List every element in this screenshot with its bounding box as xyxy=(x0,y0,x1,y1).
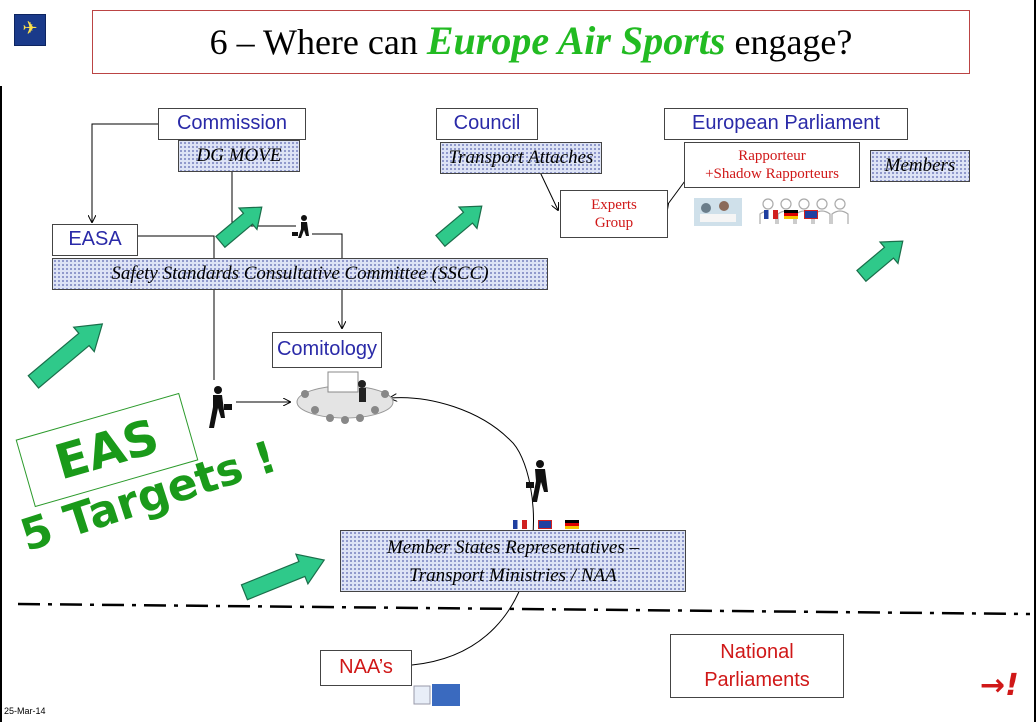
parliament-photo-icon xyxy=(694,198,742,226)
naas-box: NAA’s xyxy=(320,650,412,686)
dg-move-box: DG MOVE xyxy=(178,140,300,172)
germany-flag-icon xyxy=(565,520,579,529)
attaches-experts-line xyxy=(540,172,558,210)
members-label: Members xyxy=(884,155,956,176)
national-line1: National xyxy=(720,641,794,663)
comitology-label: Comitology xyxy=(276,338,378,360)
sscc-box: Safety Standards Consultative Committee … xyxy=(52,258,548,290)
title-emphasis: Europe Air Sports xyxy=(426,18,726,63)
title-prefix: 6 – Where can xyxy=(209,22,427,62)
dg-move-label: DG MOVE xyxy=(196,145,282,166)
slide-date: 25-Mar-14 xyxy=(4,706,46,716)
germany-flag-icon xyxy=(784,210,798,219)
europe-air-sports-logo: ✈ xyxy=(14,14,46,46)
next-slide-link[interactable]: →! xyxy=(980,668,1019,703)
experts-line1: Experts xyxy=(591,197,637,213)
commission-to-easa-line xyxy=(92,123,160,222)
slide-right-border xyxy=(1034,0,1036,722)
member-states-box: Member States Representatives – Transpor… xyxy=(340,530,686,592)
national-parliaments-box: National Parliaments xyxy=(670,634,844,698)
title-suffix: engage? xyxy=(725,22,853,62)
member-states-line1: Member States Representatives – xyxy=(386,537,640,558)
slide-title: 6 – Where can Europe Air Sports engage? xyxy=(92,10,970,74)
experts-group-box: Experts Group xyxy=(560,190,668,238)
naas-label: NAA’s xyxy=(339,656,393,678)
members-box: Members xyxy=(870,150,970,182)
rapporteur-box: Rapporteur +Shadow Rapporteurs xyxy=(684,142,860,188)
rapporteur-line2: +Shadow Rapporteurs xyxy=(705,166,839,182)
easa-label: EASA xyxy=(68,228,122,250)
easa-down-line xyxy=(136,235,215,380)
green-arrow-members xyxy=(856,240,904,283)
easa-box: EASA xyxy=(52,224,138,256)
experts-line2: Group xyxy=(594,215,634,231)
rapporteur-line1: Rapporteur xyxy=(738,148,806,164)
transport-attaches-box: Transport Attaches xyxy=(440,142,602,174)
national-line2: Parliaments xyxy=(704,669,810,691)
european-parliament-label: European Parliament xyxy=(692,112,880,134)
uk-flag-icon xyxy=(804,210,818,219)
france-flag-icon xyxy=(764,210,778,219)
european-parliament-box: European Parliament xyxy=(664,108,908,140)
national-eu-divider xyxy=(17,602,1031,616)
member-states-line2: Transport Ministries / NAA xyxy=(409,565,617,586)
naa-to-meeting-curve xyxy=(390,398,534,666)
council-box: Council xyxy=(436,108,538,140)
walker-icon-left xyxy=(209,386,232,428)
sscc-label: Safety Standards Consultative Committee … xyxy=(111,263,489,284)
slide-left-border xyxy=(0,86,2,722)
council-label: Council xyxy=(453,112,521,134)
walker-icon-right xyxy=(526,460,548,502)
green-arrow-member-states xyxy=(240,553,326,601)
bird-icon: ✈ xyxy=(22,18,38,39)
commission-box: Commission xyxy=(158,108,306,140)
france-flag-icon xyxy=(513,520,527,529)
walker-icon-top xyxy=(292,215,309,238)
transport-attaches-label: Transport Attaches xyxy=(448,147,594,168)
dgac-logo-icon xyxy=(413,684,460,706)
commission-label: Commission xyxy=(176,112,288,134)
green-arrow-sscc xyxy=(27,323,104,389)
uk-flag-icon xyxy=(538,520,552,529)
green-arrow-dgmove xyxy=(215,206,263,249)
comitology-box: Comitology xyxy=(272,332,382,368)
meeting-icon xyxy=(296,371,394,424)
green-arrow-council xyxy=(435,205,483,248)
walker-to-comitology-line xyxy=(312,233,342,328)
